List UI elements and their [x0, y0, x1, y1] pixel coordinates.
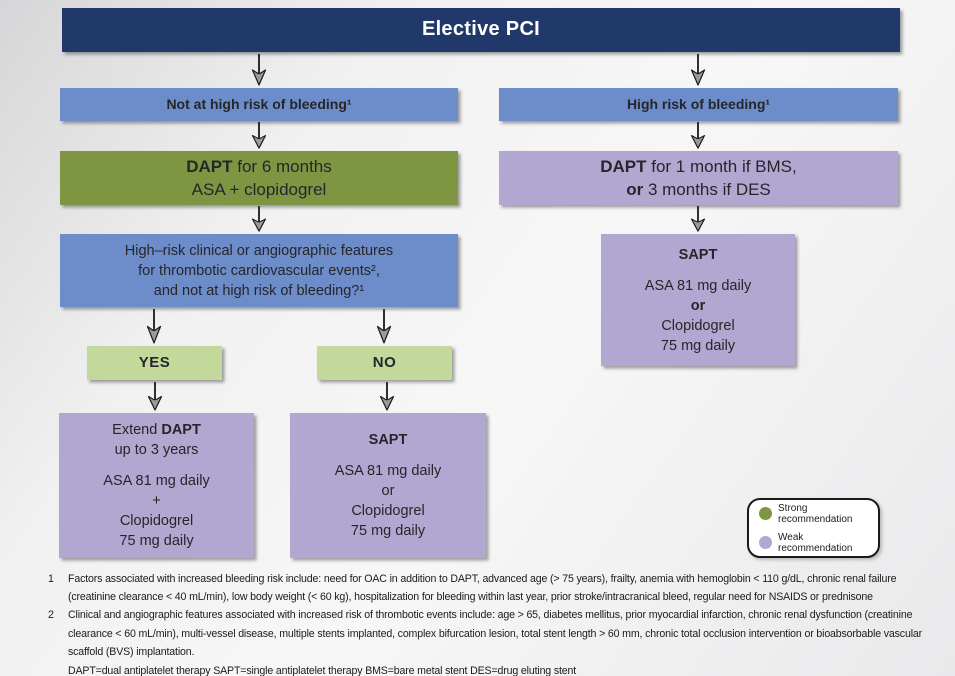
node-label: Not at high risk of bleeding¹: [166, 95, 352, 112]
down-arrow-icon: [376, 309, 392, 344]
node-dapt-6-months: DAPT for 6 months ASA + clopidogrel: [60, 151, 458, 205]
footnote-2: 2 Clinical and angiographic features ass…: [48, 606, 928, 661]
legend-item-weak: Weak recommendation: [759, 532, 878, 554]
node-line-text: 3 months if DES: [643, 180, 771, 199]
node-line: DAPT for 6 months: [186, 155, 332, 178]
node-line: or 3 months if DES: [626, 178, 771, 201]
node-line-bold: or: [626, 180, 644, 199]
node-line: or: [691, 296, 706, 316]
node-line: High–risk clinical or angiographic featu…: [124, 242, 394, 259]
down-arrow-icon: [690, 206, 706, 232]
node-line: 75 mg daily: [350, 523, 426, 539]
node-line: ASA 81 mg daily: [334, 463, 442, 479]
down-arrow-icon: [251, 122, 267, 149]
down-arrow-icon: [146, 309, 162, 344]
node-line-bold: DAPT: [186, 156, 233, 176]
node-dapt-1-month-bms: DAPT for 1 month if BMS, or 3 months if …: [499, 151, 898, 205]
node-no: NO: [317, 346, 452, 380]
node-sapt-left: SAPT ASA 81 mg daily or Clopidogrel 75 m…: [290, 413, 486, 558]
node-thrombotic-risk-question: High–risk clinical or angiographic featu…: [60, 234, 458, 307]
node-sapt-right: SAPT ASA 81 mg daily or Clopidogrel 75 m…: [601, 234, 795, 366]
node-line: Clopidogrel: [351, 503, 425, 519]
legend-label: Weak recommendation: [778, 531, 853, 554]
node-line-bold: or: [690, 297, 706, 314]
node-label: YES: [138, 353, 171, 371]
node-line-text: Extend: [112, 422, 162, 438]
node-line: Extend DAPT: [112, 420, 201, 440]
node-line-text: for 6 months: [232, 156, 332, 176]
node-title: SAPT: [679, 245, 718, 265]
footnote-number: 1: [48, 573, 54, 585]
legend-item-strong: Strong recommendation: [759, 503, 878, 525]
node-line: Clopidogrel: [661, 317, 735, 334]
down-arrow-icon: [147, 382, 163, 411]
node-line: ASA + clopidogrel: [191, 180, 327, 199]
footnote-text: Clinical and angiographic features assoc…: [68, 609, 923, 658]
strong-recommendation-dot-icon: [759, 507, 772, 520]
node-line-bold: DAPT: [161, 422, 201, 438]
node-label: NO: [372, 353, 397, 371]
legend-label: Strong recommendation: [778, 502, 853, 525]
node-extend-dapt: Extend DAPT up to 3 years ASA 81 mg dail…: [59, 413, 254, 558]
node-yes: YES: [87, 346, 222, 380]
down-arrow-icon: [379, 382, 395, 411]
node-title-bold: SAPT: [368, 432, 408, 448]
down-arrow-icon: [690, 122, 706, 149]
node-line: DAPT for 1 month if BMS,: [600, 155, 797, 178]
node-line: ASA 81 mg daily: [103, 473, 210, 489]
abbreviations-line: DAPT=dual antiplatelet therapy SAPT=sing…: [68, 665, 577, 676]
weak-recommendation-dot-icon: [759, 536, 772, 549]
node-line: ASA 81 mg daily: [644, 277, 752, 294]
node-line-bold: DAPT: [600, 156, 647, 176]
node-line: +: [152, 493, 161, 509]
node-not-high-risk-of-bleeding: Not at high risk of bleeding¹: [60, 88, 458, 121]
node-title: SAPT: [369, 430, 408, 450]
header-title: Elective PCI: [421, 18, 541, 41]
down-arrow-icon: [251, 206, 267, 232]
node-line-text: for 1 month if BMS,: [646, 156, 797, 176]
node-line: or: [381, 483, 395, 499]
footnote-1: 1 Factors associated with increased blee…: [48, 570, 928, 606]
node-line: Clopidogrel: [119, 513, 194, 529]
down-arrow-icon: [251, 54, 267, 86]
footnote-number: 2: [48, 609, 54, 622]
node-line: and not at high risk of bleeding?¹: [153, 282, 365, 299]
node-high-risk-of-bleeding: High risk of bleeding¹: [499, 88, 898, 121]
footnotes: 1 Factors associated with increased blee…: [48, 570, 928, 676]
node-line: 75 mg daily: [119, 533, 194, 549]
node-line: up to 3 years: [114, 442, 199, 458]
legend: Strong recommendation Weak recommendatio…: [747, 498, 880, 558]
footnote-text: Factors associated with increased bleedi…: [68, 573, 897, 604]
header-elective-pci: Elective PCI: [62, 8, 900, 52]
down-arrow-icon: [690, 54, 706, 86]
node-line: 75 mg daily: [660, 337, 736, 354]
node-label: High risk of bleeding¹: [626, 95, 771, 112]
node-line: for thrombotic cardiovascular events²,: [138, 262, 380, 279]
node-title-bold: SAPT: [678, 246, 718, 263]
